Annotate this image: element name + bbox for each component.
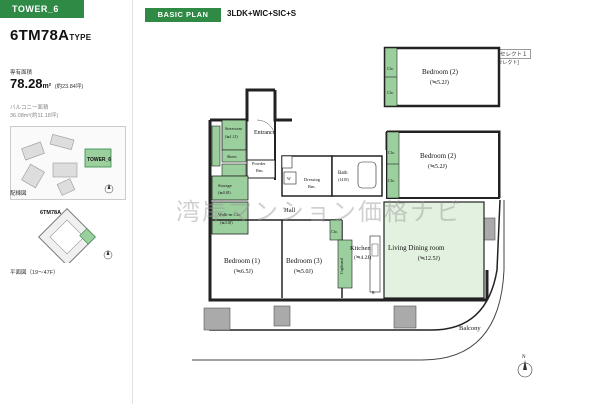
kitchen-label: Kitchen [350, 245, 371, 252]
bedroom1-size: (≒6.5J) [234, 268, 253, 275]
storeroom-label: Storeroom [225, 126, 243, 131]
balcony-outer [192, 200, 505, 361]
balcony-area-value: 36.08m²(約11.18坪) [10, 113, 59, 119]
storeroom-size: (≒1.1J) [225, 134, 238, 139]
walkin-label: Walk-in Clo. [218, 212, 241, 217]
dressing-sub-label: Rm. [308, 184, 316, 189]
bedroom-2-area: Clo. Clo. Bedroom (2) (≒5.2J) [386, 131, 500, 199]
kitchen-area: Cupboard R Kitchen (≒4.2J) [337, 235, 381, 295]
compass-label: N [522, 355, 526, 360]
plan-name: 3LDK+WIC+SIC+S [227, 9, 297, 18]
powder-sub-label: Rm. [256, 168, 264, 173]
floormap-caption: 平面図（19〜47F） [10, 270, 59, 276]
floormap-drawing: 6TM78A [38, 208, 113, 266]
inset-bedroom-label: Bedroom (2) [422, 68, 459, 76]
inset-clo-label-2: Clo. [387, 90, 394, 95]
bedroom3-clo-label: Clo. [331, 229, 338, 234]
column-1 [203, 307, 231, 331]
type-title: 6TM78ATYPE [10, 27, 91, 44]
column-3 [393, 305, 417, 329]
keymap-drawing: TOWER_6 [21, 133, 114, 196]
shoes-label: Shoes [227, 154, 237, 159]
dressing-label: Dressing [304, 177, 321, 182]
hall-label: Hall [284, 207, 295, 214]
storage-label: Storage [218, 183, 232, 188]
walkin-size: (≒3.0J) [220, 220, 233, 225]
ldr-size: (≒12.5J) [418, 255, 440, 262]
inset-bedroom: Clo. Clo. Bedroom (2) (≒5.2J) [383, 46, 501, 108]
powder-storage-area: Powder Rm. Storage (≒0.8J) Walk-in Clo. … [211, 159, 276, 235]
floormap: 6TM78A [10, 205, 124, 266]
plan-tab: BASIC PLAN [145, 8, 221, 22]
balcony-area-label: バルコニー面積 [10, 105, 49, 111]
powder-label: Powder [252, 161, 266, 166]
sidebar: TOWER_6 6TM78ATYPE 専有面積 78.28m² (約23.84坪… [0, 0, 133, 404]
floor-plan: Clo. Clo. Bedroom (2) (≒5.2J) Balcony Cl… [192, 46, 533, 378]
type-name: 6TM78A [10, 27, 70, 44]
inset-clo-label: Clo. [387, 66, 394, 71]
area-tsubo: (約23.84坪) [54, 84, 84, 90]
bedroom2-clo-label: Clo. [388, 150, 395, 155]
balcony-label: Balcony [459, 325, 481, 332]
ldr-label: Living Dining room [388, 244, 445, 252]
balcony-edge [209, 199, 501, 331]
bath-sub-label: (1418) [338, 177, 349, 182]
floormap-type-label: 6TM78A [40, 210, 61, 216]
bath-area: W Dressing Rm. Bath (1418) [281, 155, 383, 197]
bedroom3-label: Bedroom (3) [286, 257, 323, 265]
tower-tab: TOWER_6 [0, 0, 84, 18]
keymap-tower-label: TOWER_6 [87, 157, 111, 163]
area-label: 専有面積 [10, 70, 33, 76]
area-unit: m² [42, 83, 52, 90]
keymap-caption: 配棟図 [10, 191, 27, 197]
bedroom3-size: (≒5.0J) [294, 268, 313, 275]
keymap: TOWER_6 [10, 126, 126, 200]
bath-label: Bath [338, 171, 348, 176]
wm-label: W [287, 176, 291, 181]
bedroom2-clo-label-2: Clo. [388, 178, 395, 183]
kitchen-size: (≒4.2J) [354, 254, 371, 261]
ldr-area: Living Dining room (≒12.5J) [383, 201, 485, 299]
cupboard-label: Cupboard [339, 258, 344, 274]
fridge-label: R [372, 290, 375, 295]
bedroom2-label: Bedroom (2) [420, 152, 457, 160]
inset-bedroom-size: (≒5.2J) [430, 79, 449, 86]
bedroom2-size: (≒5.2J) [428, 163, 447, 170]
type-suffix: TYPE [69, 33, 92, 42]
column-2 [273, 305, 291, 327]
entrance-label: Entrance [254, 130, 276, 136]
bedroom1-label: Bedroom (1) [224, 257, 261, 265]
compass: N [517, 355, 533, 378]
storage-size: (≒0.8J) [218, 190, 231, 195]
area-number: 78.28 [10, 76, 43, 91]
entrance-area: Storeroom (≒1.1J) Shoes Entrance [211, 119, 276, 180]
watermark-text: 湾岸マンション価格ナビ [176, 198, 462, 226]
area-value: 78.28m² (約23.84坪) [10, 76, 83, 91]
